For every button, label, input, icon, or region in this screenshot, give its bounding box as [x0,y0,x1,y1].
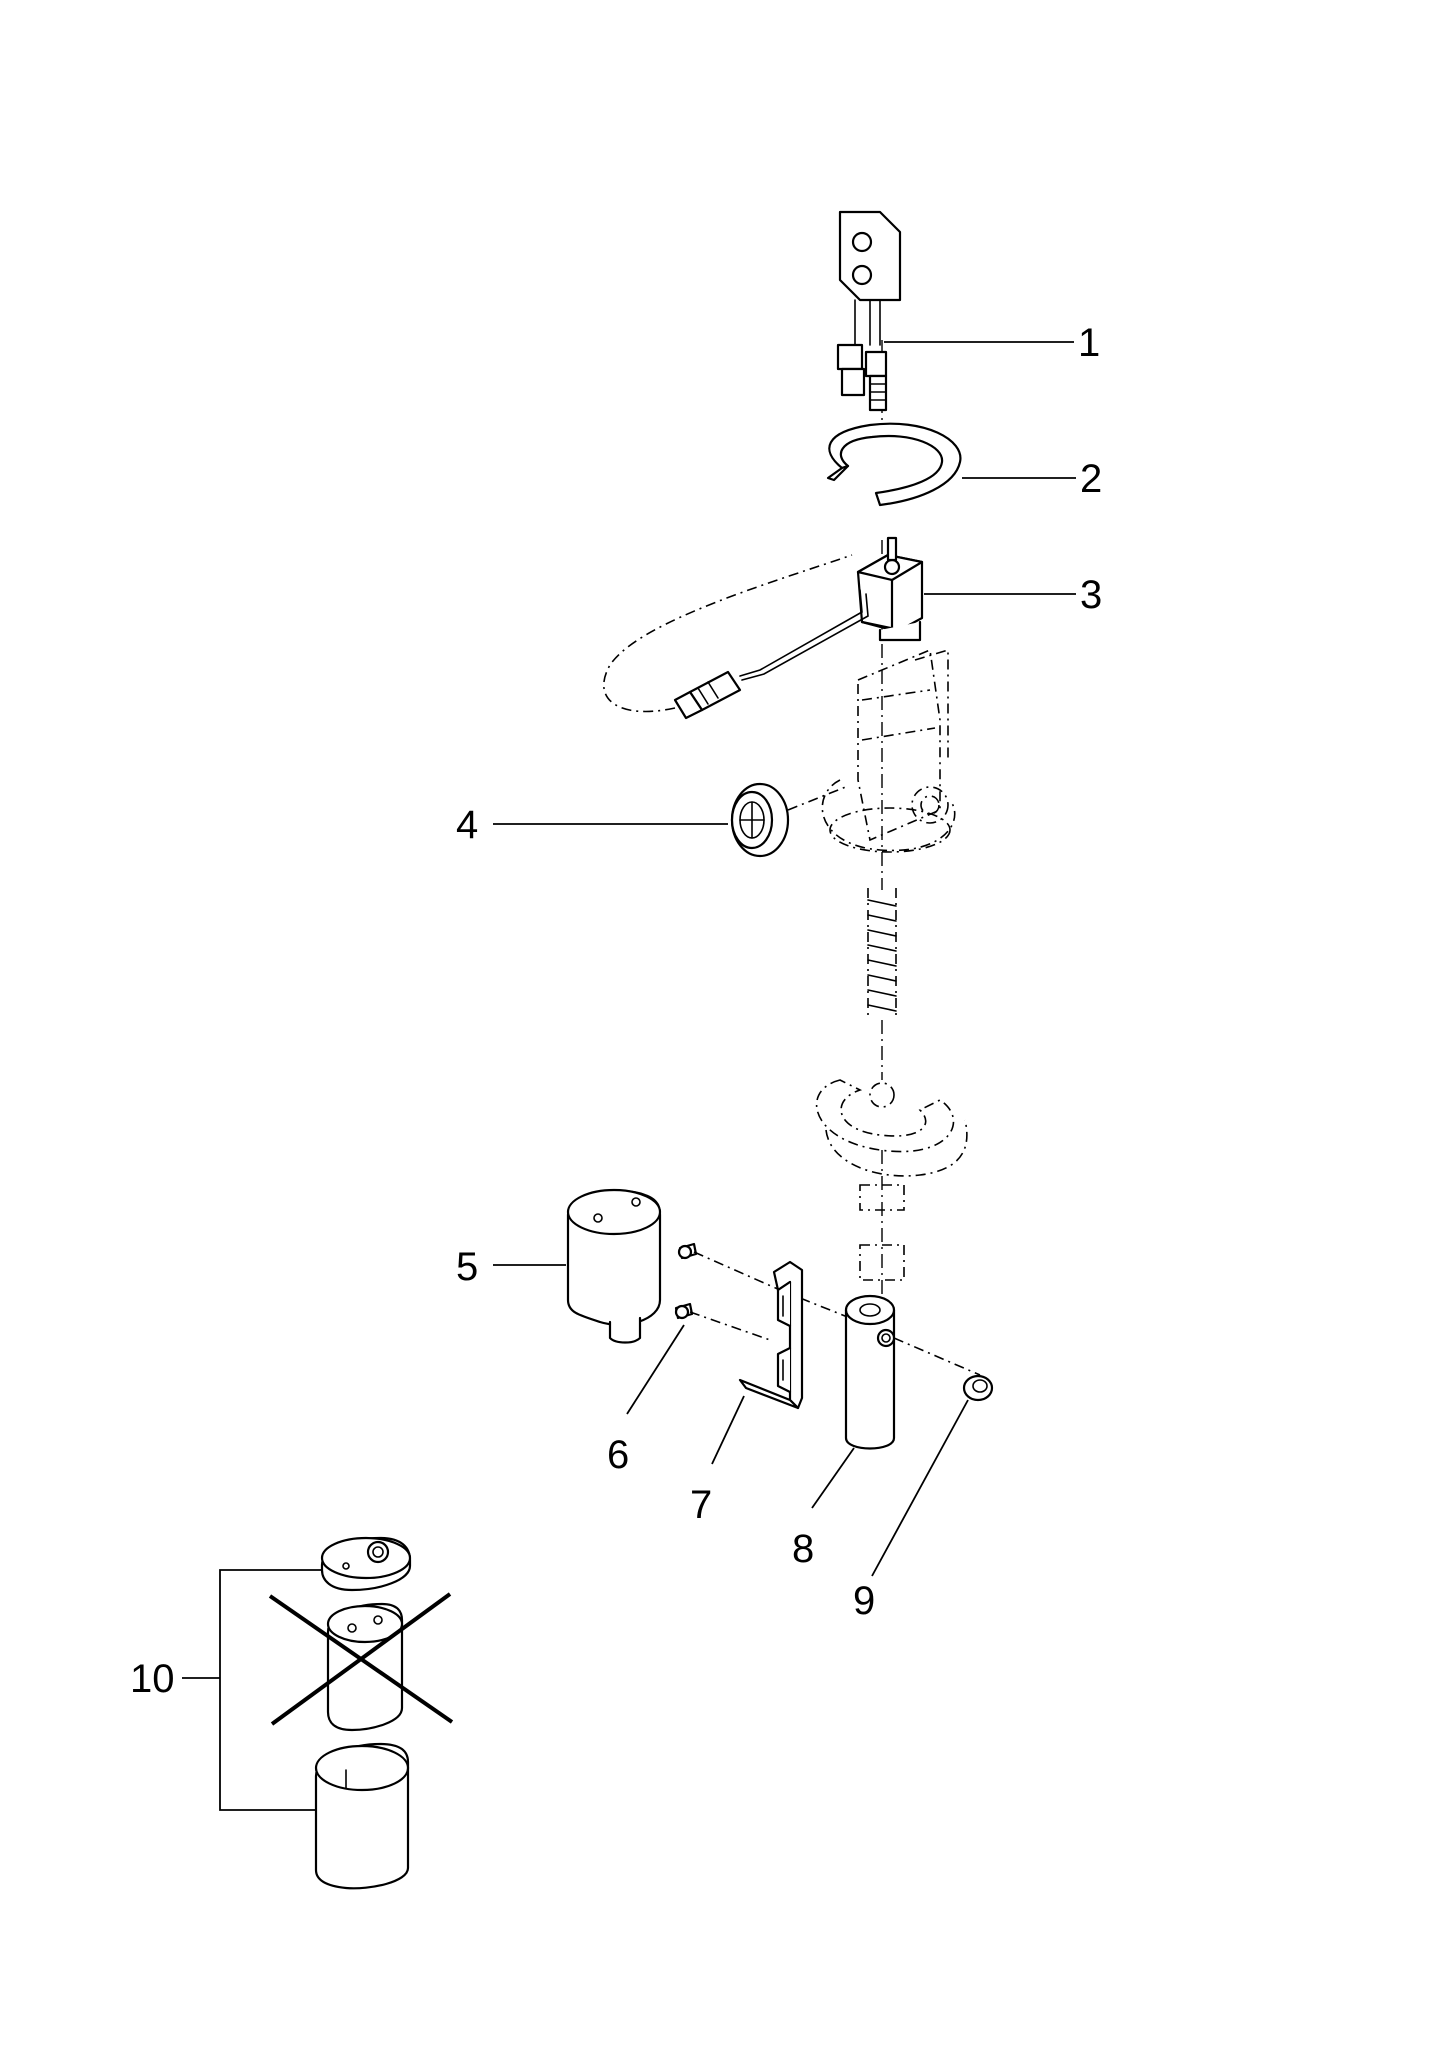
part-9-grub-screw [962,1374,994,1402]
part-2-clamp-ring [826,422,962,507]
leader-lines [182,341,1076,1679]
part-10-housing-set [219,1536,454,1890]
callout-3: 3 [1080,573,1102,617]
callout-9: 9 [853,1579,875,1623]
callout-labels: 1 2 3 4 5 6 7 8 9 10 [130,321,1102,1701]
part-8-cylinder [844,1294,981,1450]
callout-7: 7 [690,1483,712,1527]
callout-1: 1 [1078,321,1100,365]
cross-out-mark [270,1592,452,1726]
part-7-bracket [738,1260,804,1410]
part-3-solenoid [603,536,924,720]
nipple-reference [859,1184,905,1281]
valve-body-reference [821,648,956,853]
callout-5: 5 [456,1245,478,1289]
callout-8: 8 [792,1527,814,1571]
part-4-filter-disc [730,782,849,858]
part-6-screws [674,1242,881,1341]
callout-4: 4 [456,803,478,847]
u-clamp-reference [815,1079,968,1177]
threaded-rod-reference [867,888,897,1020]
part-5-housing [566,1188,662,1344]
part-1-sensor-cable [836,210,902,412]
callout-2: 2 [1080,457,1102,501]
callout-6: 6 [607,1433,629,1477]
callout-10: 10 [130,1657,175,1701]
